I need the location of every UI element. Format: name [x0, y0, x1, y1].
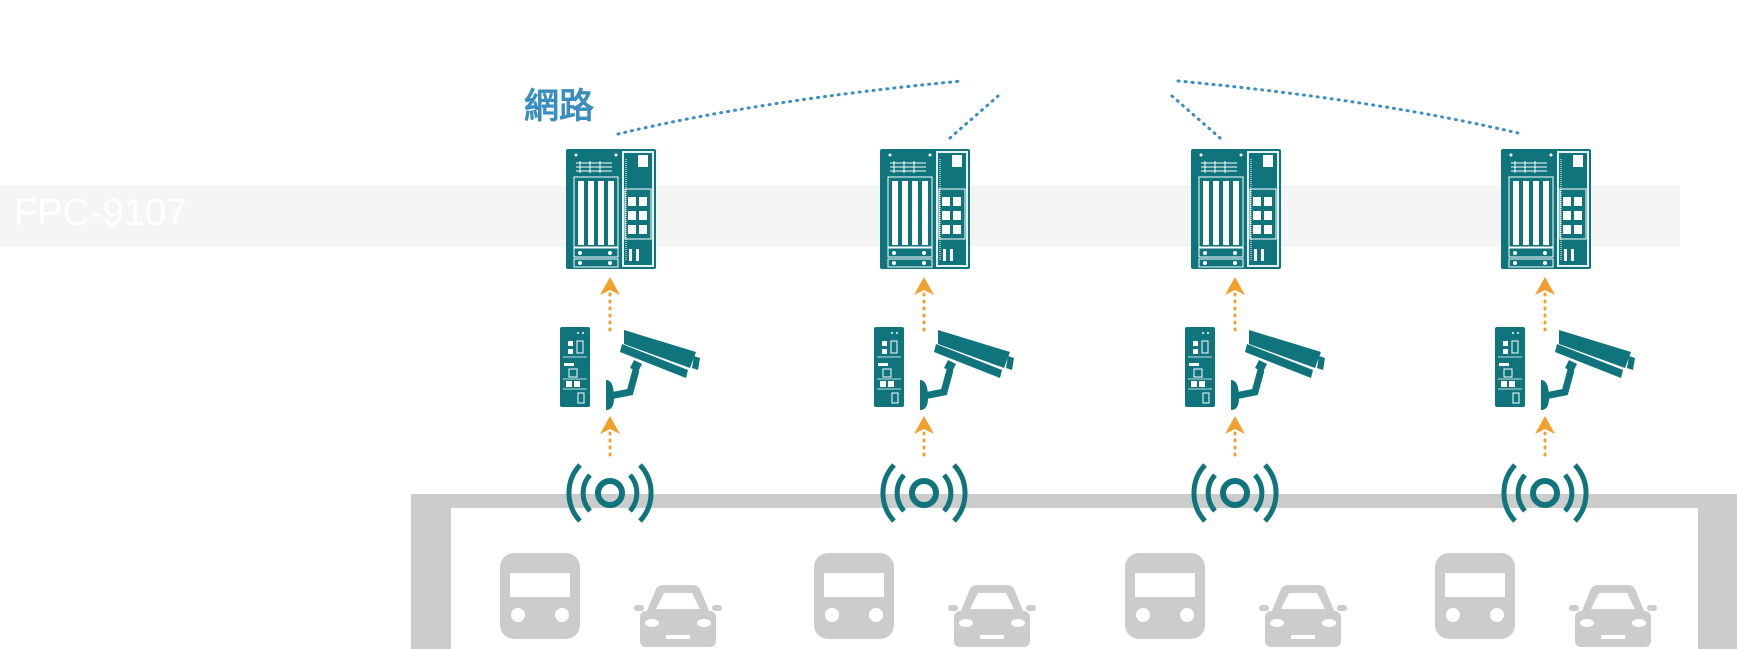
- uplink-arrow-upper: [914, 277, 934, 337]
- car-icon: [1259, 585, 1347, 647]
- uplink-arrow-upper: [1535, 277, 1555, 337]
- surveillance-camera-icon: [606, 330, 700, 410]
- edge-computer-icon: [559, 326, 591, 408]
- fpc-9107-controller-icon: [879, 148, 971, 270]
- bus-icon: [500, 553, 580, 639]
- surveillance-camera-icon: [1231, 330, 1325, 410]
- station-3: [1125, 148, 1347, 647]
- gantry: [411, 494, 1737, 649]
- fpc-9107-controller-icon: [1500, 148, 1592, 270]
- uplink-arrow-lower: [600, 416, 620, 460]
- wireless-sensor-icon: [1194, 465, 1276, 521]
- edge-computer-icon: [1494, 326, 1526, 408]
- station-1: [500, 148, 722, 647]
- car-icon: [1569, 585, 1657, 647]
- surveillance-camera-icon: [920, 330, 1014, 410]
- bus-icon: [1125, 553, 1205, 639]
- fpc-9107-controller-icon: [1190, 148, 1282, 270]
- wireless-sensor-icon: [569, 465, 651, 521]
- wireless-sensor-icon: [883, 465, 965, 521]
- fpc-9107-controller-icon: [565, 148, 657, 270]
- edge-computer-icon: [873, 326, 905, 408]
- wireless-sensor-icon: [1504, 465, 1586, 521]
- station-4: [1435, 148, 1657, 647]
- network-label: 網路: [524, 87, 595, 127]
- station-2: [814, 148, 1036, 647]
- uplink-arrow-lower: [914, 416, 934, 460]
- car-icon: [634, 585, 722, 647]
- uplink-arrow-upper: [1225, 277, 1245, 337]
- product-title: FPC-9107: [14, 192, 188, 234]
- bus-icon: [1435, 553, 1515, 639]
- bus-icon: [814, 553, 894, 639]
- surveillance-camera-icon: [1541, 330, 1635, 410]
- network-links: [616, 79, 1524, 140]
- uplink-arrow-lower: [1225, 416, 1245, 460]
- car-icon: [948, 585, 1036, 647]
- product-band: [0, 185, 1680, 247]
- edge-computer-icon: [1184, 326, 1216, 408]
- uplink-arrow-lower: [1535, 416, 1555, 460]
- uplink-arrow-upper: [600, 277, 620, 337]
